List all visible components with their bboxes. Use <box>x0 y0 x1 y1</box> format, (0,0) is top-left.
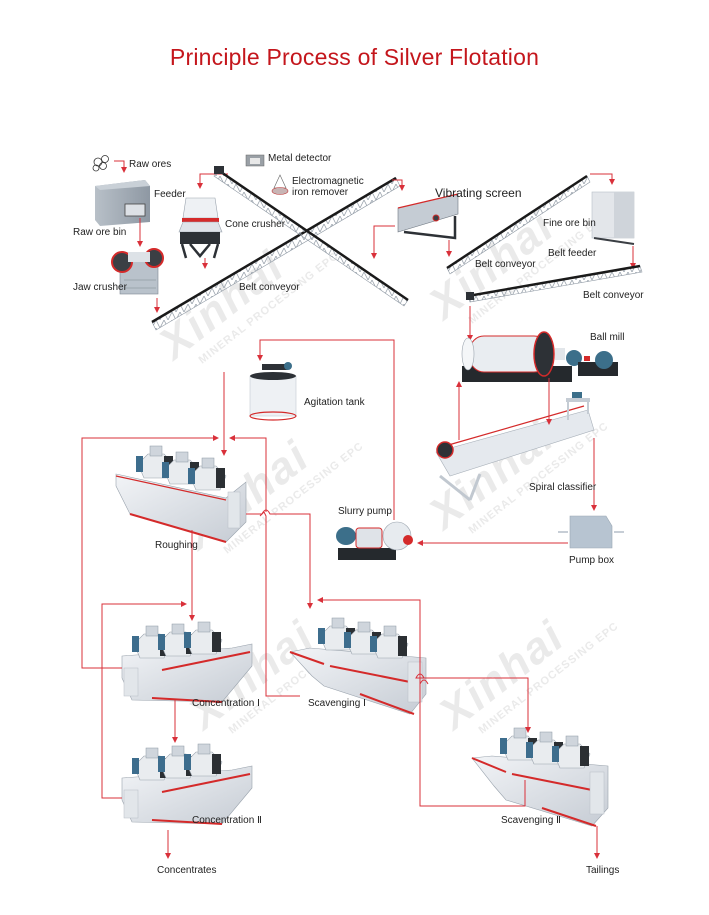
label-belt-conveyor-2: Belt conveyor <box>475 259 536 270</box>
flow-arrow <box>257 339 395 520</box>
metal-detector-icon <box>245 154 265 167</box>
label-concentrates: Concentrates <box>157 865 217 876</box>
label-vibrating-screen: Vibrating screen <box>435 186 522 200</box>
label-feeder: Feeder <box>154 189 186 200</box>
spiral-classifier <box>435 392 595 502</box>
label-fine-ore-bin: Fine ore bin <box>543 218 596 229</box>
belt-conveyor-2 <box>446 174 591 275</box>
pump-box <box>558 515 624 549</box>
label-metal-detector: Metal detector <box>268 153 332 164</box>
raw-ore-bin <box>95 180 150 226</box>
ball-mill <box>461 331 618 382</box>
flow-arrow <box>371 225 395 259</box>
flotation-flow-lines <box>81 435 600 859</box>
label-cone-crusher: Cone crusher <box>225 219 286 230</box>
flow-arrow <box>392 179 405 191</box>
label-electromagnetic: Electromagnetic <box>292 176 364 187</box>
label-jaw-crusher: Jaw crusher <box>73 282 127 293</box>
label-spiral-classifier: Spiral classifier <box>529 482 597 493</box>
fine-ore-bin <box>591 191 635 245</box>
page-title: Principle Process of Silver Flotation <box>169 44 540 70</box>
scavenging-2-flotation-cell <box>471 727 609 827</box>
label-concentration-2: Concentration Ⅱ <box>192 815 262 826</box>
label-raw-ores: Raw ores <box>129 159 172 170</box>
raw-ores-icon <box>92 155 109 172</box>
label-tailings: Tailings <box>586 865 620 876</box>
jaw-crusher <box>111 248 164 295</box>
cone-crusher <box>178 197 223 259</box>
belt-conveyor-3 <box>466 264 643 303</box>
roughing-flotation-cell <box>115 445 247 543</box>
label-scavenging-1: Scavenging Ⅰ <box>308 698 366 709</box>
label-iron-remover: iron remover <box>292 187 349 198</box>
belt-conveyor-crossing <box>213 166 409 307</box>
label-belt-feeder: Belt feeder <box>548 248 597 259</box>
label-scavenging-2: Scavenging Ⅱ <box>501 815 561 826</box>
label-belt-conveyor-1: Belt conveyor <box>239 282 300 293</box>
flow-arrow <box>590 173 615 185</box>
label-pump-box: Pump box <box>569 555 615 566</box>
label-ball-mill: Ball mill <box>590 332 625 343</box>
concentration-2-flotation-cell <box>121 743 253 825</box>
label-slurry-pump: Slurry pump <box>338 506 392 517</box>
flow-arrow <box>114 160 127 173</box>
scavenging-1-flotation-cell <box>289 617 427 715</box>
label-concentration-1: Concentration Ⅰ <box>192 698 260 709</box>
label-roughing: Roughing <box>155 540 198 551</box>
label-belt-conveyor-3: Belt conveyor <box>583 290 644 301</box>
label-agitation-tank: Agitation tank <box>304 397 365 408</box>
concentration-1-flotation-cell <box>121 621 253 703</box>
slurry-pump <box>336 521 413 560</box>
iron-remover-icon <box>271 174 289 195</box>
agitation-tank <box>249 362 297 421</box>
vibrating-screen <box>397 193 459 240</box>
label-raw-ore-bin: Raw ore bin <box>73 227 127 238</box>
